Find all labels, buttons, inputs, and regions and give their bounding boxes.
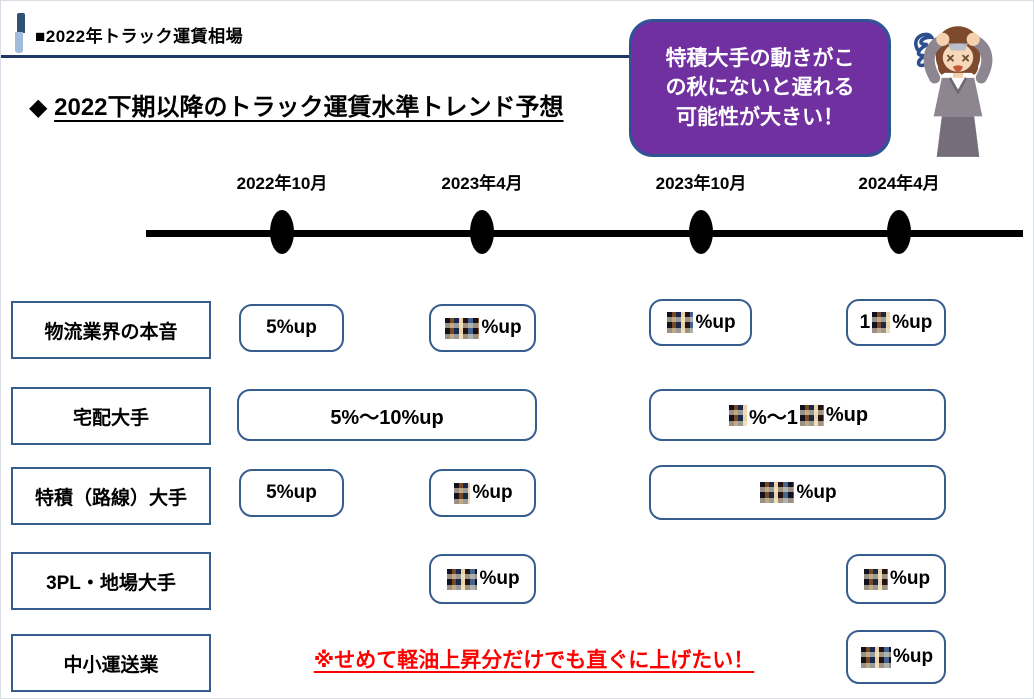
timeline-node-2024-04 xyxy=(887,210,911,254)
stressed-person-illustration xyxy=(914,26,993,157)
censored-value xyxy=(872,312,891,333)
row-label-small-carriers: 中小運送業 xyxy=(11,634,211,692)
censored-value xyxy=(728,404,747,426)
value-box-r2-wide-right: %～1 %up xyxy=(649,389,946,441)
row-label-parcel-majors: 宅配大手 xyxy=(11,387,211,445)
censored-value xyxy=(445,317,480,339)
title-bullet-icon: ◆ xyxy=(29,94,48,121)
value-text: %up xyxy=(889,568,931,589)
callout-bubble: 特積大手の動きがこの秋にないと遅れる可能性が大きい！ xyxy=(629,19,891,157)
value-text: %up xyxy=(472,482,513,503)
value-text: %up xyxy=(695,311,736,333)
section-bar-top xyxy=(17,13,25,33)
urgent-note: ※せめて軽油上昇分だけでも直ぐに上げたい！ xyxy=(313,649,755,672)
timeline-node-2023-04 xyxy=(470,210,494,254)
value-box-r1c2: %up xyxy=(429,304,536,352)
value-text: 5%～10%up xyxy=(330,406,444,429)
section-bar-bottom xyxy=(15,32,23,53)
censored-value xyxy=(760,482,795,503)
frustration-scribble-icon xyxy=(914,32,935,68)
censored-value xyxy=(860,646,891,668)
value-box-r2-wide-left: 5%～10%up xyxy=(237,389,537,441)
value-text: 5%up xyxy=(266,317,317,338)
timeline-line xyxy=(146,230,1023,237)
timeline-label-2023-04: 2023年4月 xyxy=(441,174,523,193)
timeline-label-2023-10: 2023年10月 xyxy=(655,174,747,193)
value-box-r1c3: %up xyxy=(649,299,752,346)
value-box-r4c4: %up xyxy=(846,554,946,604)
censored-value xyxy=(454,482,471,504)
value-box-r3c2: %up xyxy=(429,469,536,517)
timeline-label-2022-10: 2022年10月 xyxy=(236,174,328,193)
x-eyes xyxy=(946,54,970,62)
value-box-r3c1: 5%up xyxy=(239,469,344,517)
value-box-r1c4: 1 %up xyxy=(846,299,946,346)
value-text: %up xyxy=(796,481,837,503)
title-text: 2022下期以降のトラック運賃水準トレンド予想 xyxy=(54,94,564,121)
timeline-label-2024-04: 2024年4月 xyxy=(858,174,940,193)
censored-value xyxy=(667,312,694,333)
section-bar-icon xyxy=(15,13,25,53)
timeline-node-2023-10 xyxy=(689,210,713,254)
section-header: ■2022年トラック運賃相場 xyxy=(35,27,244,46)
value-text: %up xyxy=(892,646,934,667)
censored-value xyxy=(799,404,824,426)
row-label-logistics-industry: 物流業界の本音 xyxy=(11,301,211,359)
page-title: ◆ 2022下期以降のトラック運賃水準トレンド予想 xyxy=(29,87,564,122)
value-text: %up xyxy=(825,403,869,426)
value-box-r4c2: %up xyxy=(429,554,536,604)
censored-value xyxy=(863,568,888,590)
value-box-r5c4: %up xyxy=(846,630,946,684)
value-text: %up xyxy=(892,311,933,333)
header-divider xyxy=(1,55,631,58)
value-text: %up xyxy=(481,317,522,338)
value-box-r3-wide: %up xyxy=(649,465,946,520)
censored-value xyxy=(447,568,478,590)
value-text: %～1 xyxy=(748,406,798,429)
row-label-3pl-regional: 3PL・地場大手 xyxy=(11,552,211,610)
row-label-ltl-majors: 特積（路線）大手 xyxy=(11,467,211,525)
value-text: %up xyxy=(479,568,520,589)
value-text: 1 xyxy=(859,311,871,333)
timeline-node-2022-10 xyxy=(270,210,294,254)
value-text: 5%up xyxy=(266,482,317,503)
value-box-r1c1: 5%up xyxy=(239,304,344,352)
